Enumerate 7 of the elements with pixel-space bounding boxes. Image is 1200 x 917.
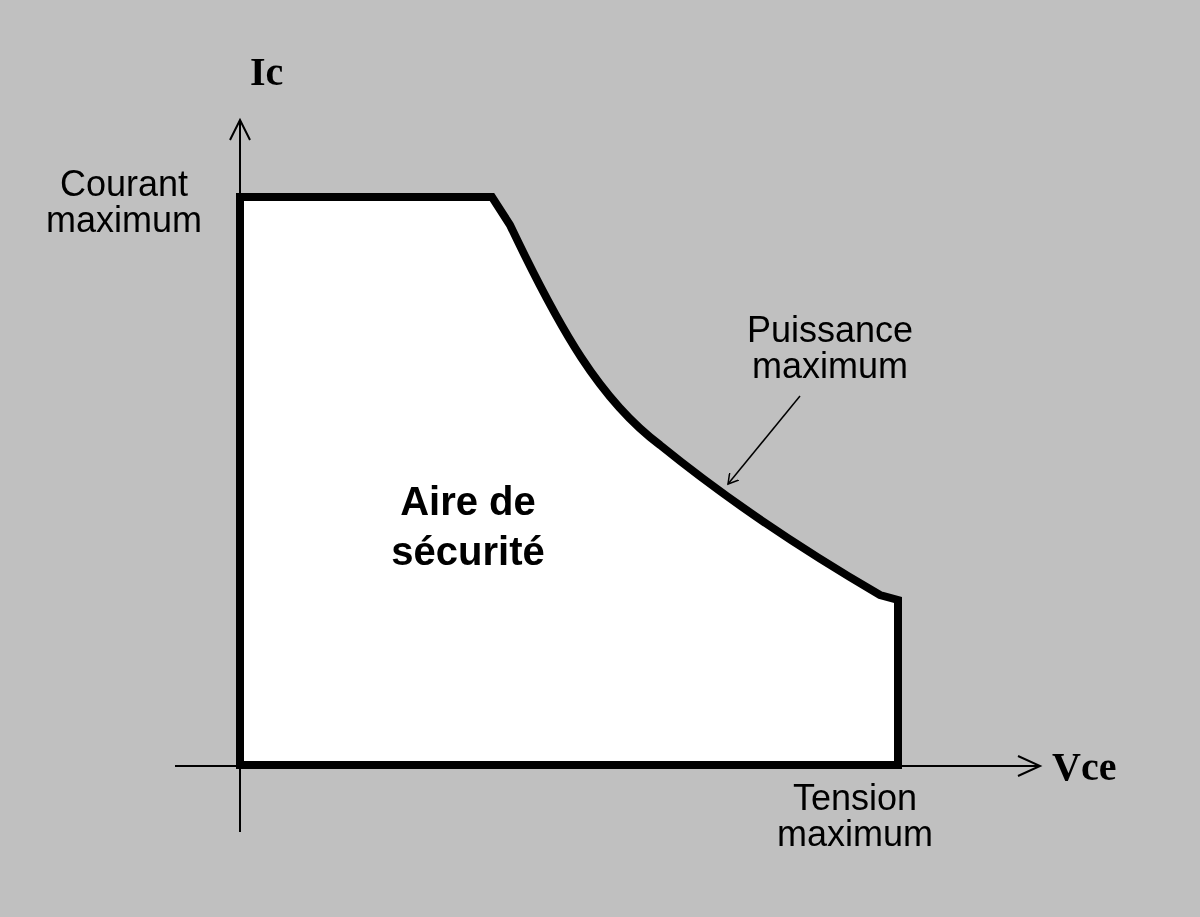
limit-label: Tension maximum <box>776 780 934 852</box>
curve-label: Puissance maximum <box>700 312 960 384</box>
area-label: Aire de sécurité <box>390 478 546 575</box>
axis-label: Ic <box>250 52 284 92</box>
axis-label: Vce <box>1052 747 1117 787</box>
limit-label: Courant maximum <box>45 166 203 238</box>
leader-arrow <box>727 395 801 485</box>
